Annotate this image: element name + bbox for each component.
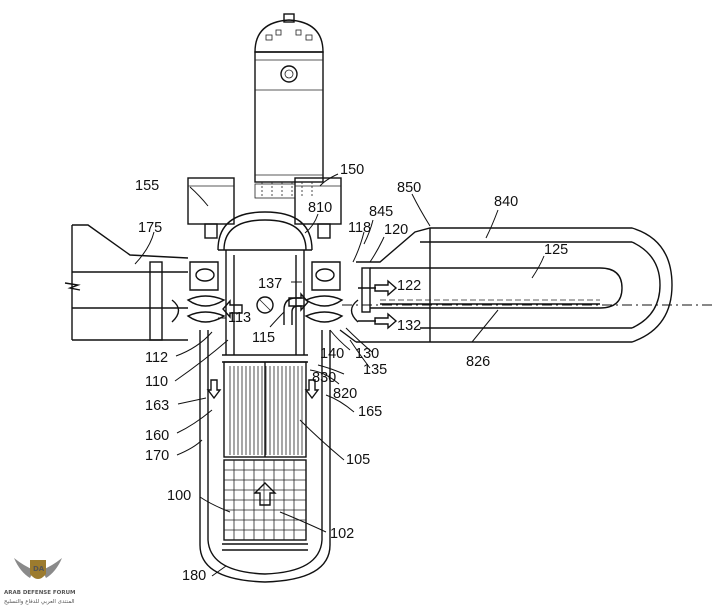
label-850: 850 (397, 180, 421, 196)
label-125: 125 (544, 242, 568, 258)
left-structure (64, 224, 189, 341)
label-830: 830 (312, 370, 336, 386)
label-826: 826 (466, 354, 490, 370)
label-122: 122 (397, 278, 421, 294)
label-130: 130 (355, 346, 379, 362)
watermark-mark: DA (33, 565, 45, 573)
label-180: 180 (182, 568, 206, 584)
label-170: 170 (145, 448, 169, 464)
label-150: 150 (340, 162, 364, 178)
flow-arrows (206, 292, 320, 400)
label-115: 115 (252, 330, 275, 346)
watermark-wing-right (42, 558, 62, 578)
label-118: 118 (348, 220, 371, 236)
label-165: 165 (358, 404, 382, 420)
reference-labels: 155 150 850 840 845 810 175 118 120 125 … (135, 162, 568, 584)
label-155: 155 (135, 178, 159, 194)
label-110: 110 (145, 374, 168, 390)
label-135: 135 (363, 362, 387, 378)
label-160: 160 (145, 428, 169, 444)
label-105: 105 (346, 452, 370, 468)
leader-lines (134, 173, 545, 577)
label-113: 113 (228, 310, 251, 326)
label-112: 112 (145, 350, 168, 366)
label-820: 820 (333, 386, 357, 402)
label-100: 100 (167, 488, 191, 504)
label-120: 120 (384, 222, 408, 238)
upper-vessel (254, 13, 324, 196)
watermark-wing-left (14, 558, 34, 578)
watermark-name: ARAB DEFENSE FORUM (4, 590, 76, 596)
reactor-core (222, 361, 308, 551)
label-175: 175 (138, 220, 162, 236)
label-140: 140 (320, 346, 344, 362)
label-132: 132 (397, 318, 421, 334)
label-840: 840 (494, 194, 518, 210)
label-163: 163 (145, 398, 169, 414)
pump-motors (187, 177, 342, 239)
label-845: 845 (369, 204, 393, 220)
watermark-subtitle: المنتدى العربي للدفاع والتسليح (4, 599, 75, 605)
label-102: 102 (330, 526, 354, 542)
watermark-logo: DA ARAB DEFENSE FORUM المنتدى العربي للد… (4, 558, 76, 605)
right-heat-exchanger (339, 227, 712, 343)
watermark-shield-icon (30, 560, 46, 579)
label-810: 810 (308, 200, 332, 216)
label-137: 137 (258, 276, 282, 292)
